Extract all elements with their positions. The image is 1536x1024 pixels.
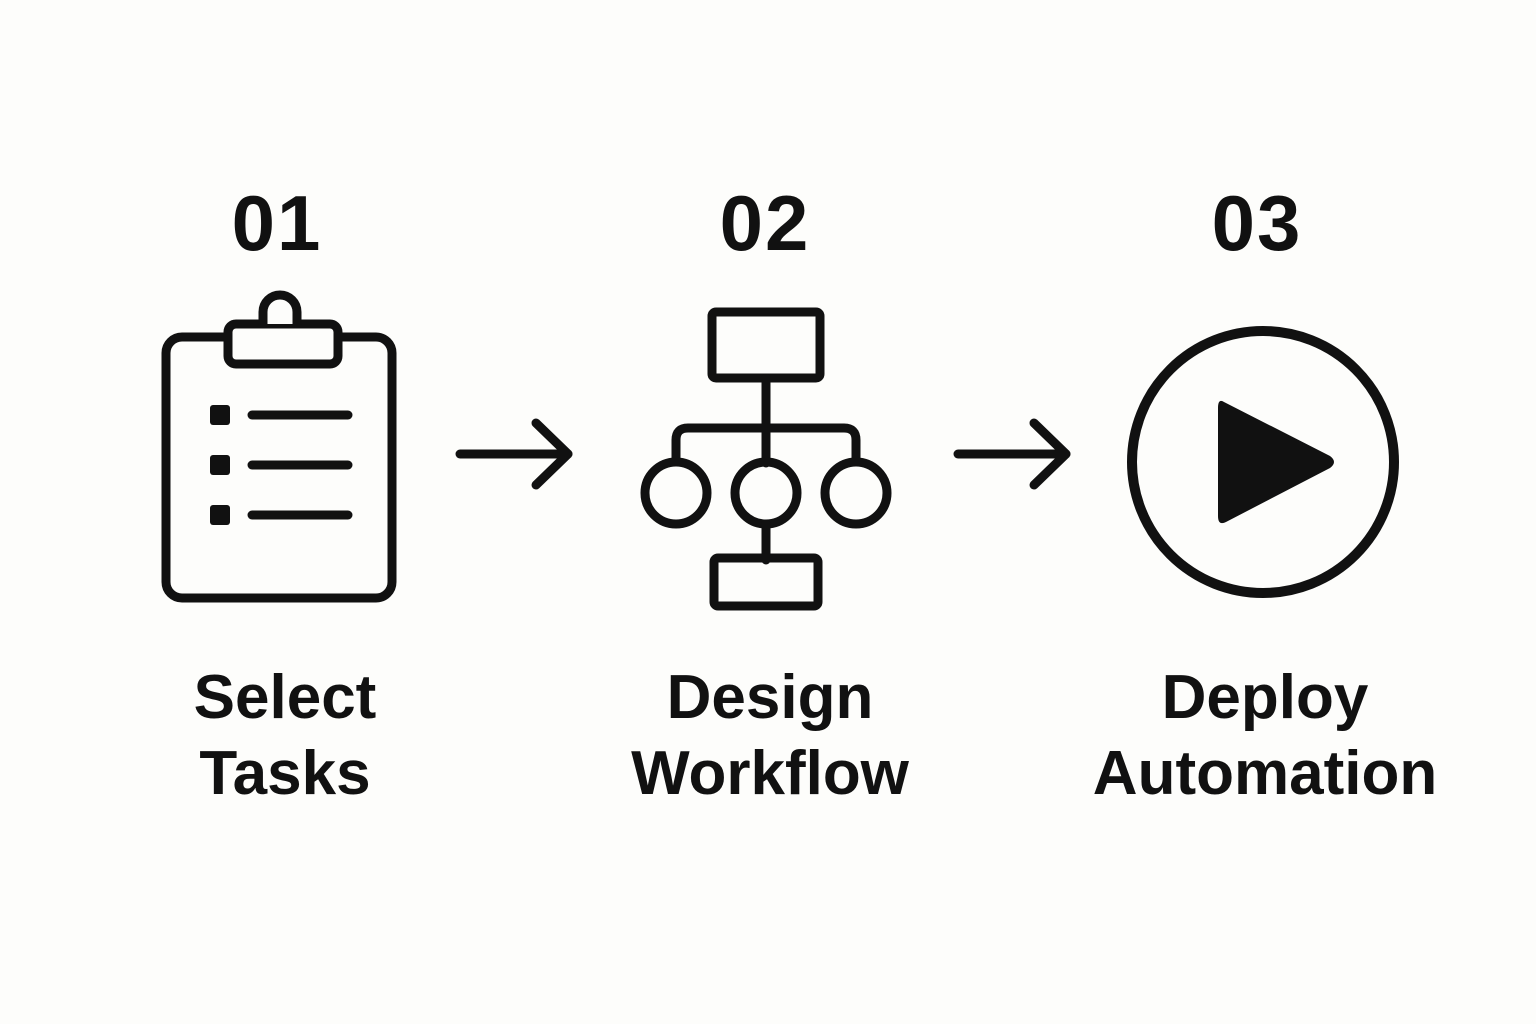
step-2-number: 02 bbox=[719, 179, 811, 267]
step-1-label-line2: Tasks bbox=[199, 739, 371, 808]
step-1-number: 01 bbox=[231, 179, 323, 267]
step-2-label-line2: Workflow bbox=[631, 739, 909, 808]
step-3-label-line1: Deploy bbox=[1161, 663, 1369, 732]
play-circle-icon bbox=[1127, 326, 1399, 598]
arrow-right-icon bbox=[455, 418, 573, 490]
step-1-label: Select Tasks bbox=[75, 660, 495, 812]
clipboard-checklist-icon bbox=[161, 290, 397, 603]
step-3-label-line2: Automation bbox=[1092, 739, 1438, 808]
workflow-flowchart-icon bbox=[640, 307, 892, 611]
arrow-right-icon bbox=[953, 418, 1071, 490]
step-2-label-line1: Design bbox=[666, 663, 874, 732]
step-3-label: Deploy Automation bbox=[1055, 660, 1475, 812]
step-3-number: 03 bbox=[1211, 179, 1303, 267]
step-2-label: Design Workflow bbox=[560, 660, 980, 812]
step-1-label-line1: Select bbox=[193, 663, 377, 732]
